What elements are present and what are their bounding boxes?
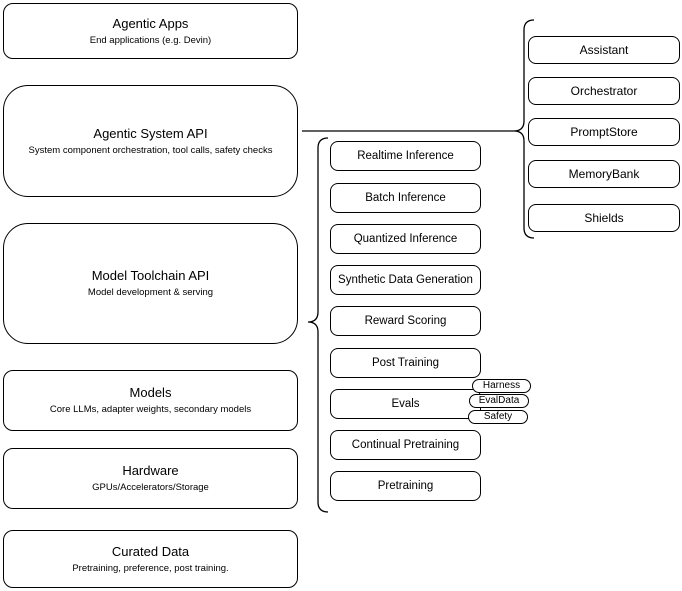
node-title: Agentic System API xyxy=(93,125,208,141)
tag-label: Safety xyxy=(483,411,513,422)
node-subtitle: GPUs/Accelerators/Storage xyxy=(92,482,209,494)
node-shields: Shields xyxy=(528,204,680,232)
node-orchestrator: Orchestrator xyxy=(528,77,680,105)
node-reward-scoring: Reward Scoring xyxy=(330,306,481,336)
node-label: Orchestrator xyxy=(570,84,638,98)
node-hardware: Hardware GPUs/Accelerators/Storage xyxy=(3,448,298,509)
node-agentic-apps: Agentic Apps End applications (e.g. Devi… xyxy=(3,3,298,59)
node-synthetic-data-generation: Synthetic Data Generation xyxy=(330,265,481,295)
node-title: Agentic Apps xyxy=(112,15,189,31)
node-label: Continual Pretraining xyxy=(351,439,460,451)
node-evals: Evals xyxy=(330,389,481,419)
node-models: Models Core LLMs, adapter weights, secon… xyxy=(3,370,298,431)
node-label: Assistant xyxy=(579,43,629,57)
node-model-toolchain-api: Model Toolchain API Model development & … xyxy=(3,223,298,344)
tag-safety: Safety xyxy=(468,410,528,424)
node-title: Hardware xyxy=(122,463,179,479)
node-subtitle: Pretraining, preference, post training. xyxy=(72,562,229,574)
node-label: Shields xyxy=(584,211,624,225)
node-label: Reward Scoring xyxy=(364,315,447,327)
node-quantized-inference: Quantized Inference xyxy=(330,224,481,254)
node-label: Batch Inference xyxy=(365,192,446,204)
tag-label: Harness xyxy=(482,380,521,391)
node-promptstore: PromptStore xyxy=(528,118,680,146)
node-subtitle: System component orchestration, tool cal… xyxy=(28,144,273,156)
tag-label: EvalData xyxy=(478,395,520,406)
node-subtitle: End applications (e.g. Devin) xyxy=(89,34,212,46)
node-label: Synthetic Data Generation xyxy=(338,274,473,286)
node-title: Models xyxy=(129,385,172,401)
node-realtime-inference: Realtime Inference xyxy=(330,141,481,171)
toolchain-group-brace xyxy=(307,137,329,513)
node-memorybank: MemoryBank xyxy=(528,160,680,188)
node-label: PromptStore xyxy=(570,125,638,139)
node-subtitle: Core LLMs, adapter weights, secondary mo… xyxy=(49,404,252,416)
node-label: Evals xyxy=(391,398,420,410)
node-subtitle: Model development & serving xyxy=(87,287,214,299)
node-continual-pretraining: Continual Pretraining xyxy=(330,430,481,460)
node-label: Realtime Inference xyxy=(357,150,454,162)
node-assistant: Assistant xyxy=(528,36,680,64)
node-curated-data: Curated Data Pretraining, preference, po… xyxy=(3,530,298,588)
node-title: Model Toolchain API xyxy=(91,268,210,284)
tag-harness: Harness xyxy=(472,379,531,393)
node-label: Quantized Inference xyxy=(353,233,458,245)
node-label: Post Training xyxy=(371,357,440,369)
node-agentic-system-api: Agentic System API System component orch… xyxy=(3,85,298,197)
node-label: MemoryBank xyxy=(568,167,640,181)
node-title: Curated Data xyxy=(111,543,190,559)
node-batch-inference: Batch Inference xyxy=(330,183,481,213)
tag-evaldata: EvalData xyxy=(469,394,529,408)
node-label: Pretraining xyxy=(377,480,434,492)
node-pretraining: Pretraining xyxy=(330,471,481,501)
node-post-training: Post Training xyxy=(330,348,481,378)
